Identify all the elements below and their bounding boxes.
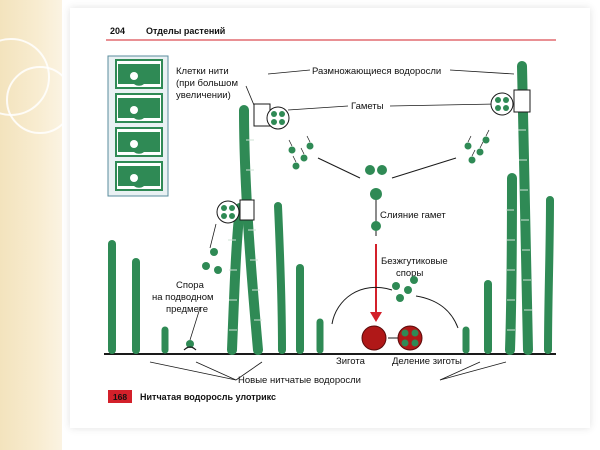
label-new-algae: Новые нитчатые водоросли xyxy=(238,375,361,386)
label-flagless-1: Безжгутиковые xyxy=(381,256,448,267)
filament-reproducing-spores xyxy=(227,203,245,355)
zygote xyxy=(361,325,387,351)
figure-number: 168 xyxy=(113,392,127,402)
fused-gametes xyxy=(365,165,387,231)
label-spore-2: на подводном xyxy=(152,292,214,303)
decorative-side-strip xyxy=(0,0,74,450)
dividing-zygote xyxy=(397,325,423,351)
fusion-arrows xyxy=(317,157,457,236)
leader-lines xyxy=(149,69,515,381)
label-fusion: Слияние гамет xyxy=(380,210,446,221)
flagless-spores xyxy=(392,276,418,302)
spore-dispersal xyxy=(183,223,222,351)
arrow-head xyxy=(370,312,382,322)
label-gametes: Гаметы xyxy=(351,101,384,112)
label-cells-2: (при большом xyxy=(176,78,238,89)
settled-spore xyxy=(186,340,194,348)
gamete-flagella xyxy=(288,129,490,163)
gametangium xyxy=(490,89,531,116)
spore-arrows xyxy=(331,286,459,329)
gametangium xyxy=(253,103,290,130)
magnified-cells-inset xyxy=(107,55,169,197)
label-zygote: Зигота xyxy=(336,356,366,367)
label-cells-3: увеличении) xyxy=(176,90,231,101)
figure-number-box xyxy=(108,390,132,403)
label-zygote-division: Деление зиготы xyxy=(392,356,462,367)
label-cells-1: Клетки нити xyxy=(176,66,229,77)
free-gametes xyxy=(288,136,490,170)
sporangium xyxy=(216,199,255,224)
page-header: Отделы растений xyxy=(146,26,225,36)
filament-reproducing-gametes xyxy=(239,105,263,355)
label-flagless-2: споры xyxy=(396,268,423,279)
page-number: 204 xyxy=(110,26,125,36)
filament xyxy=(274,202,286,354)
filament xyxy=(544,196,554,354)
figure-caption: Нитчатая водоросль улотрикс xyxy=(140,392,276,402)
label-reproducing: Размножающиеся водоросли xyxy=(312,66,441,77)
filament xyxy=(505,173,517,355)
label-spore-1: Спора xyxy=(176,280,205,291)
label-spore-3: предмете xyxy=(166,304,208,315)
